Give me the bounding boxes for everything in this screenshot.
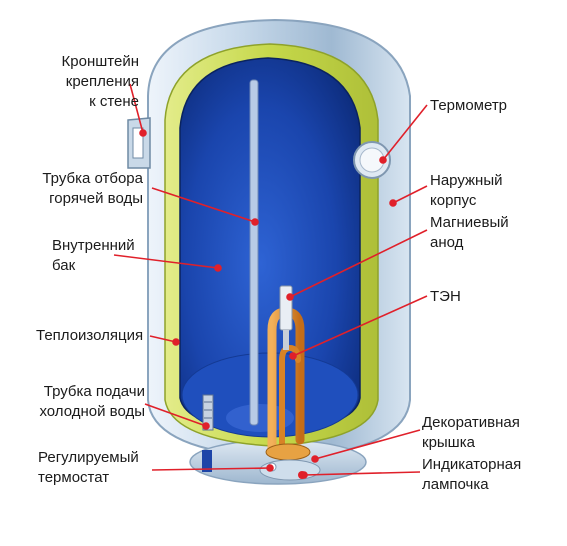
label-outer-shell: Наружный корпус [430, 171, 503, 211]
cold-water-pipe [202, 394, 214, 472]
label-thermostat-line2: термостат [38, 469, 110, 486]
label-bracket-line3: к стене [89, 93, 139, 110]
label-heater-line1: ТЭН [430, 288, 461, 305]
label-hot-pipe-line1: Трубка отбора [42, 170, 143, 187]
label-inner-tank: Внутренний бак [52, 236, 135, 276]
label-bracket-line1: Кронштейн [61, 53, 139, 70]
label-anode: Магниевый анод [430, 213, 509, 253]
leader-lines [113, 83, 428, 479]
label-insulation-line1: Теплоизоляция [36, 327, 144, 344]
wall-bracket [127, 117, 151, 169]
label-outer-shell-line2: корпус [430, 192, 477, 209]
label-hot-pipe: Трубка отбора горячей воды [42, 169, 143, 209]
label-bracket-line2: крепления [65, 73, 139, 90]
label-anode-line2: анод [430, 234, 464, 251]
label-cold-pipe-line2: холодной воды [39, 403, 145, 420]
label-thermometer: Термометр [430, 96, 507, 116]
label-cold-pipe: Трубка подачи холодной воды [39, 382, 145, 422]
label-inner-tank-line2: бак [52, 257, 76, 274]
label-inner-tank-line1: Внутренний [52, 237, 135, 254]
heater-flange [265, 443, 311, 461]
label-cold-pipe-line1: Трубка подачи [43, 383, 145, 400]
label-thermostat: Регулируемый термостат [38, 448, 139, 488]
label-cover-line2: крышка [422, 434, 475, 451]
label-lamp: Индикаторная лампочка [422, 455, 521, 495]
thermometer-dial [353, 141, 391, 179]
label-thermostat-line1: Регулируемый [38, 449, 139, 466]
label-thermometer-line1: Термометр [430, 97, 508, 114]
label-lamp-line2: лампочка [422, 476, 489, 493]
label-insulation: Теплоизоляция [36, 326, 143, 346]
label-lamp-line1: Индикаторная [422, 456, 522, 473]
label-hot-pipe-line2: горячей воды [49, 190, 143, 207]
label-outer-shell-line1: Наружный [430, 172, 503, 189]
label-heater: ТЭН [430, 287, 461, 307]
hot-water-pipe [249, 79, 259, 426]
label-cover: Декоративная крышка [422, 413, 520, 453]
label-cover-line1: Декоративная [422, 414, 520, 431]
label-bracket: Кронштейн крепления к стене [62, 52, 139, 112]
label-anode-line1: Магниевый [430, 214, 509, 231]
